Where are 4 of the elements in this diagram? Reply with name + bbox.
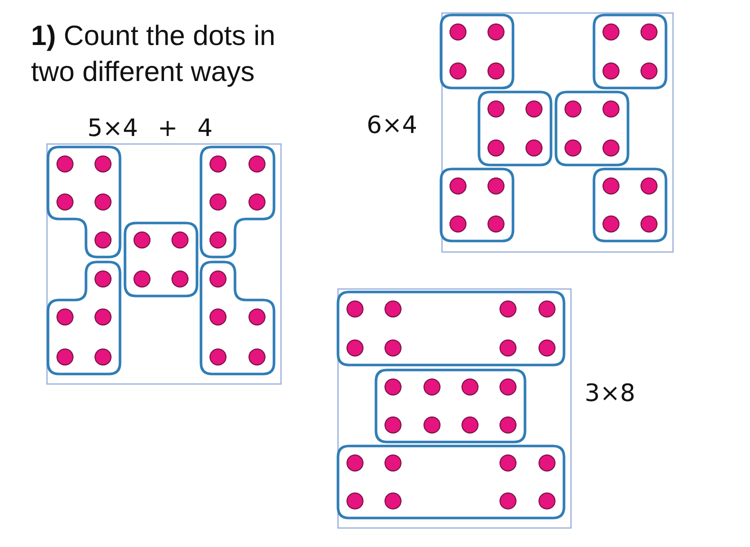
- expression-label: 6×4: [366, 111, 418, 139]
- expression-label: 5×4 + 4: [87, 114, 213, 142]
- heading: 1) Count the dots in two different ways: [31, 19, 276, 89]
- expression-label: 3×8: [584, 379, 636, 407]
